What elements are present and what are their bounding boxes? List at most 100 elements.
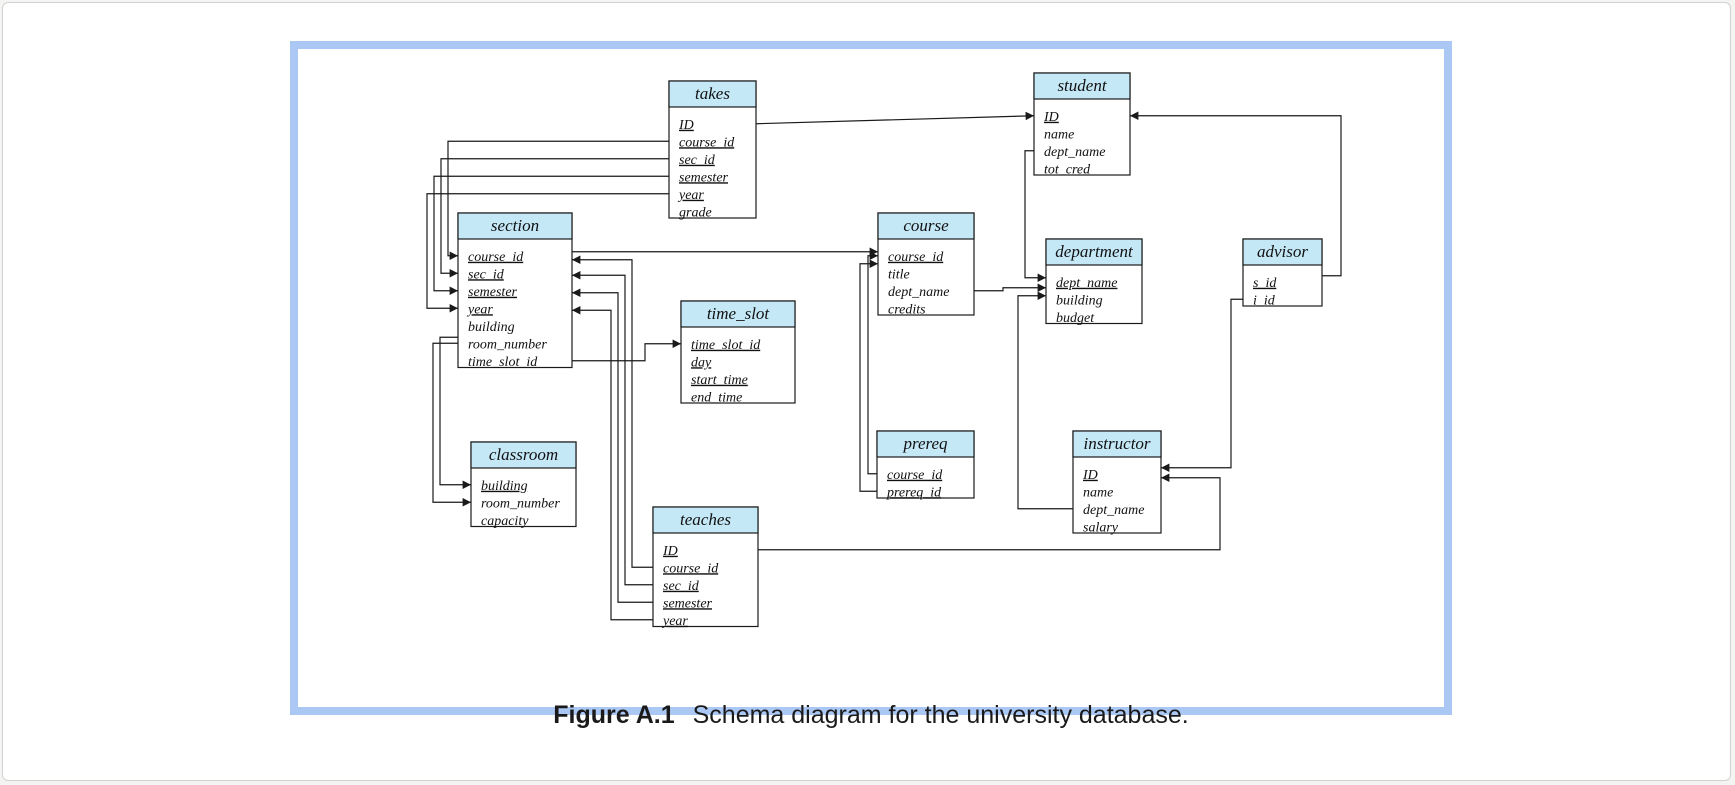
entity-instructor-header	[1072, 430, 1162, 458]
attribute-takes-course_id: course_id	[679, 135, 735, 150]
entity-takes-title: takes	[695, 84, 730, 103]
relationship-section-time_slot_id-to-time_slot-time_slot_id	[572, 339, 681, 362]
attribute-department-budget: budget	[1056, 311, 1095, 326]
attribute-student-name: name	[1044, 127, 1074, 142]
relationship-course-dept_name-to-department-dept_name	[974, 283, 1046, 292]
figure-caption-text: Schema diagram for the university databa…	[692, 701, 1189, 729]
attribute-teaches-course_id: course_id	[663, 561, 719, 576]
attribute-section-semester: semester	[468, 285, 518, 300]
attribute-instructor-ID: ID	[1082, 468, 1098, 483]
entity-student-header	[1033, 72, 1131, 100]
attribute-course-dept_name: dept_name	[888, 285, 949, 300]
entity-prereq-title: prereq	[902, 434, 948, 453]
figure-label: Figure A.1	[553, 701, 675, 729]
attribute-teaches-sec_id: sec_id	[663, 579, 700, 594]
attribute-course-title: title	[888, 267, 910, 282]
relationship-advisor-s_id-to-student-ID	[1130, 111, 1342, 277]
attribute-student-tot_cred: tot_cred	[1044, 162, 1091, 177]
relationship-takes-course_id-to-section-course_id	[447, 140, 669, 260]
attribute-advisor-i_id: i_id	[1253, 293, 1276, 308]
relationship-teaches-semester-to-section-semester	[572, 288, 653, 603]
attribute-section-time_slot_id: time_slot_id	[468, 355, 538, 370]
relationship-instructor-dept_name-to-department-dept_name	[1017, 291, 1073, 510]
attribute-section-year: year	[466, 302, 493, 317]
entity-tables: takesIDcourse_idsec_idsemesteryeargrades…	[457, 72, 1323, 629]
attribute-teaches-year: year	[661, 614, 688, 629]
relationship-teaches-sec_id-to-section-sec_id	[572, 271, 653, 586]
attribute-department-building: building	[1056, 293, 1103, 308]
attribute-instructor-name: name	[1083, 485, 1113, 500]
attribute-teaches-ID: ID	[662, 544, 678, 559]
relationship-prereq-course_id-to-course-course_id	[867, 251, 878, 475]
entity-classroom-title: classroom	[489, 445, 558, 464]
entity-department: department dept_name building budget	[1045, 238, 1143, 326]
entity-section: section course_id sec_id semester year buildi…	[457, 212, 573, 370]
entity-instructor-title: instructor	[1083, 434, 1150, 453]
entity-section-title: section	[491, 216, 539, 235]
entity-course-header	[877, 212, 975, 240]
entity-advisor-header	[1242, 238, 1323, 266]
attribute-section-building: building	[468, 320, 515, 335]
attribute-teaches-semester: semester	[663, 596, 713, 611]
entity-prereq-header	[876, 430, 975, 458]
entity-teaches-header	[652, 506, 759, 534]
attribute-classroom-room_number: room_number	[481, 496, 560, 511]
relationship-teaches-year-to-section-year	[572, 306, 653, 621]
entity-classroom: classroom building room_number capacity	[470, 441, 577, 529]
attribute-prereq-prereq_id: prereq_id	[886, 485, 942, 500]
entity-takes-header	[668, 80, 757, 108]
entity-time_slot-title: time_slot	[707, 304, 771, 323]
relationship-teaches-course_id-to-section-course_id	[572, 255, 653, 568]
relationship-takes-sec_id-to-section-sec_id	[440, 158, 669, 278]
relationship-takes-year-to-section-year	[426, 193, 669, 313]
entity-department-header	[1045, 238, 1143, 266]
attribute-takes-year: year	[677, 188, 704, 203]
entity-student-title: student	[1057, 76, 1107, 95]
relationship-section-building-to-classroom-building	[439, 336, 471, 489]
entity-section-header	[457, 212, 573, 240]
relationship-takes-ID-to-student-ID	[755, 111, 1035, 125]
entity-prereq: prereq course_id prereq_id	[876, 430, 975, 500]
relationship-prereq-prereq_id-to-course-course_id	[859, 259, 878, 492]
attribute-course-credits: credits	[888, 302, 926, 317]
attribute-time_slot-day: day	[691, 355, 712, 370]
attribute-instructor-dept_name: dept_name	[1083, 503, 1144, 518]
entity-course-title: course	[903, 216, 949, 235]
attribute-department-dept_name: dept_name	[1056, 276, 1117, 291]
relationship-teaches-ID-to-instructor-ID	[758, 473, 1221, 551]
attribute-section-sec_id: sec_id	[468, 267, 505, 282]
attribute-prereq-course_id: course_id	[887, 468, 943, 483]
attribute-takes-semester: semester	[679, 170, 729, 185]
relationship-section-room_number-to-classroom-room_number	[432, 342, 471, 507]
attribute-section-course_id: course_id	[468, 250, 524, 265]
attribute-time_slot-end_time: end_time	[691, 390, 742, 405]
attribute-student-dept_name: dept_name	[1044, 145, 1105, 160]
figure-caption: Figure A.1 Schema diagram for the univers…	[298, 701, 1444, 730]
attribute-takes-sec_id: sec_id	[679, 153, 716, 168]
entity-teaches-title: teaches	[680, 510, 731, 529]
entity-advisor-title: advisor	[1257, 242, 1308, 261]
relationship-student-dept_name-to-department-dept_name	[1024, 150, 1046, 282]
attribute-classroom-building: building	[481, 479, 528, 494]
attribute-takes-ID: ID	[678, 118, 694, 133]
attribute-student-ID: ID	[1043, 110, 1059, 125]
entity-classroom-header	[470, 441, 577, 469]
entity-department-title: department	[1055, 242, 1134, 261]
attribute-classroom-capacity: capacity	[481, 514, 529, 529]
attribute-time_slot-time_slot_id: time_slot_id	[691, 338, 761, 353]
schema-diagram: takesIDcourse_idsec_idsemesteryeargrades…	[426, 72, 1342, 629]
relationship-advisor-i_id-to-instructor-ID	[1161, 298, 1243, 472]
attribute-time_slot-start_time: start_time	[691, 373, 748, 388]
attribute-section-room_number: room_number	[468, 337, 547, 352]
relationship-lines	[426, 111, 1342, 621]
relationship-takes-semester-to-section-semester	[433, 175, 669, 295]
entity-time_slot-header	[680, 300, 796, 328]
